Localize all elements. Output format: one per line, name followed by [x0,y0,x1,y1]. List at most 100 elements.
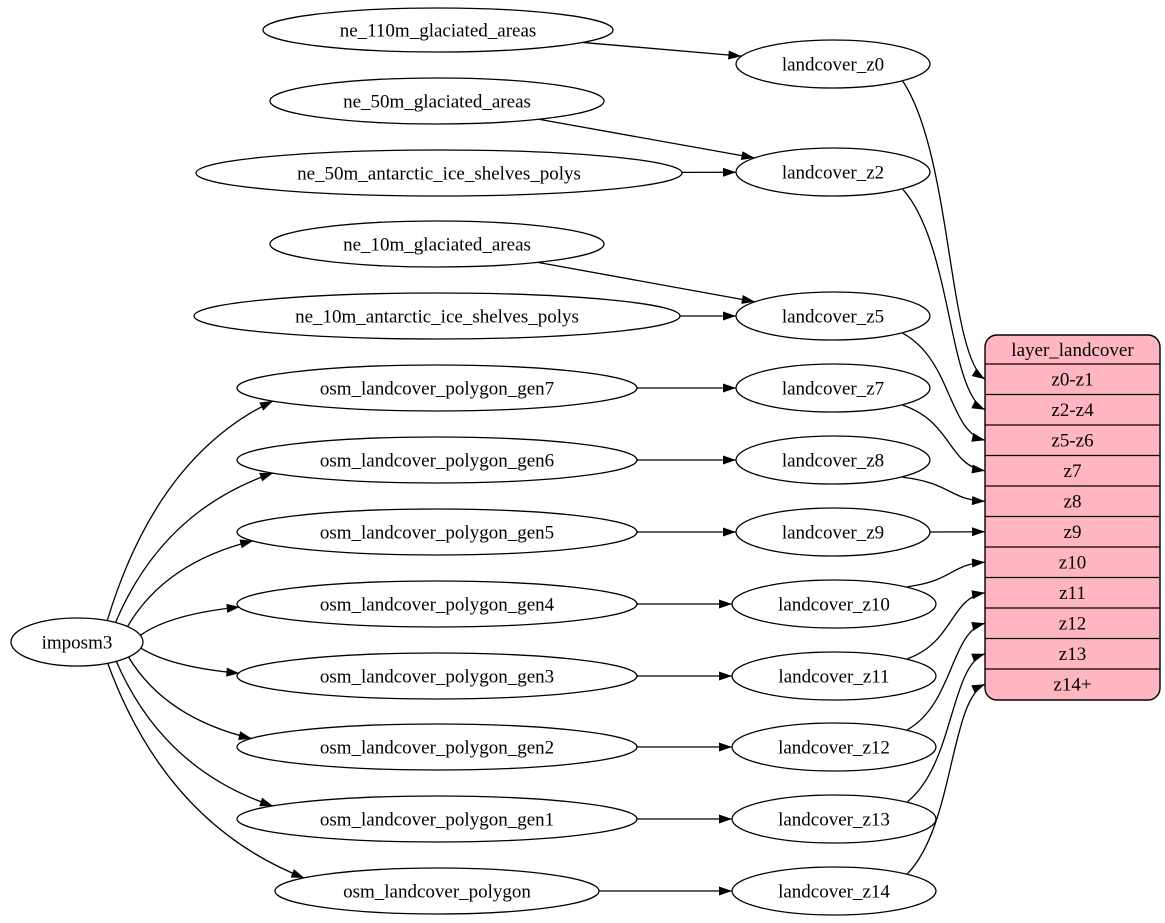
edge-ne_50m_antarctic_ice_shelves_polys-to-landcover_z2-arrowhead [722,167,737,177]
edge-imposm3-to-osm_landcover_polygon_gen1 [115,661,274,807]
edge-landcover_z13-to-table-9-arrowhead [971,653,985,663]
table-row-z9: z9 [1064,522,1082,543]
node-osm_landcover_polygon_gen3: osm_landcover_polygon_gen3 [236,652,638,700]
edge-landcover_z10-to-table-6 [907,558,986,588]
edge-ne_10m_glaciated_areas-to-landcover_z5-arrowhead [741,295,755,304]
node-ne_110m_glaciated_areas: ne_110m_glaciated_areas [262,7,614,53]
node-ne_10m_antarctic_ice_shelves_polys: ne_10m_antarctic_ice_shelves_polys [193,292,681,340]
node-ellipse-landcover_z0 [735,39,931,89]
node-landcover_z13: landcover_z13 [731,794,937,844]
edge-imposm3-to-osm_landcover_polygon_gen7-arrowhead [259,401,274,411]
edge-imposm3-to-osm_landcover_polygon_gen6 [114,472,274,623]
edge-imposm3-to-osm_landcover_polygon_gen2-line [127,656,252,740]
node-label-ne_110m_glaciated_areas: ne_110m_glaciated_areas [340,20,537,41]
node-landcover_z0: landcover_z0 [735,39,931,89]
node-label-osm_landcover_polygon_gen4: osm_landcover_polygon_gen4 [320,594,555,615]
edge-imposm3-to-osm_landcover_polygon_gen3-line [140,647,240,674]
node-label-ne_50m_glaciated_areas: ne_50m_glaciated_areas [343,91,531,112]
table-title: layer_landcover [1011,340,1134,361]
node-landcover_z9: landcover_z9 [735,507,931,557]
node-ne_50m_glaciated_areas: ne_50m_glaciated_areas [269,77,605,125]
node-label-osm_landcover_polygon_gen2: osm_landcover_polygon_gen2 [320,737,554,758]
edge-landcover_z10-to-table-6-arrowhead [971,558,985,568]
node-label-landcover_z9: landcover_z9 [782,522,884,543]
node-landcover_z11: landcover_z11 [731,651,937,701]
edge-imposm3-to-osm_landcover_polygon-line [107,663,305,879]
edge-osm_landcover_polygon_gen6-to-landcover_z8 [637,455,736,465]
edge-landcover_z13-to-table-9 [907,653,986,803]
edge-ne_110m_glaciated_areas-to-landcover_z0 [582,41,742,60]
node-label-landcover_z11: landcover_z11 [778,666,889,687]
node-label-landcover_z8: landcover_z8 [782,450,884,471]
edge-imposm3-to-osm_landcover_polygon_gen6-arrowhead [259,472,274,482]
node-label-osm_landcover_polygon_gen7: osm_landcover_polygon_gen7 [320,378,554,399]
node-landcover_z5: landcover_z5 [735,291,931,341]
node-label-landcover_z0: landcover_z0 [782,54,884,75]
edge-osm_landcover_polygon-to-landcover_z14 [599,886,732,896]
node-landcover_z8: landcover_z8 [735,435,931,485]
edge-landcover_z8-to-table-4 [902,476,986,506]
edge-osm_landcover_polygon_gen1-to-landcover_z13 [637,814,732,824]
edge-landcover_z14-to-table-10 [906,683,986,875]
edge-landcover_z7-to-table-3 [902,404,986,474]
node-label-landcover_z13: landcover_z13 [778,809,890,830]
node-label-osm_landcover_polygon_gen5: osm_landcover_polygon_gen5 [320,522,554,543]
node-osm_landcover_polygon_gen4: osm_landcover_polygon_gen4 [236,580,638,628]
edge-landcover_z5-to-table-2 [902,332,986,442]
node-label-imposm3: imposm3 [42,632,113,653]
node-label-osm_landcover_polygon: osm_landcover_polygon [343,881,531,902]
edge-imposm3-to-osm_landcover_polygon_gen4-line [140,606,240,636]
node-label-ne_10m_glaciated_areas: ne_10m_glaciated_areas [343,234,531,255]
edge-landcover_z8-to-table-4-arrowhead [971,496,985,506]
edge-osm_landcover_polygon_gen1-to-landcover_z13-arrowhead [719,814,732,824]
edge-osm_landcover_polygon_gen7-to-landcover_z7-arrowhead [723,383,736,393]
edge-osm_landcover_polygon_gen2-to-landcover_z12-arrowhead [719,742,732,752]
node-label-landcover_z7: landcover_z7 [782,378,884,399]
edge-landcover_z2-to-table-1-arrowhead [971,400,985,410]
node-ne_50m_antarctic_ice_shelves_polys: ne_50m_antarctic_ice_shelves_polys [195,149,683,197]
table-row-z10: z10 [1059,553,1086,574]
edge-imposm3-to-osm_landcover_polygon_gen4 [140,603,240,636]
edge-landcover_z12-to-table-8 [907,621,986,731]
node-ne_10m_glaciated_areas: ne_10m_glaciated_areas [269,220,605,268]
edge-imposm3-to-osm_landcover_polygon [107,663,305,879]
edge-osm_landcover_polygon_gen5-to-landcover_z9 [637,527,736,537]
edge-imposm3-to-osm_landcover_polygon_gen1-line [115,661,274,807]
edge-ne_110m_glaciated_areas-to-landcover_z0-arrowhead [728,50,742,60]
edge-ne_110m_glaciated_areas-to-landcover_z0-line [582,41,742,57]
node-osm_landcover_polygon_gen2: osm_landcover_polygon_gen2 [236,723,638,771]
node-landcover_z10: landcover_z10 [731,579,937,629]
edge-ne_50m_glaciated_areas-to-landcover_z2 [538,118,755,161]
table-row-z12: z12 [1059,614,1086,635]
edge-landcover_z2-to-table-1 [902,188,986,411]
edge-landcover_z14-to-table-10-arrowhead [971,684,985,694]
edge-imposm3-to-osm_landcover_polygon-arrowhead [290,869,305,878]
edge-imposm3-to-osm_landcover_polygon_gen4-arrowhead [226,603,240,613]
node-ellipse-imposm3 [10,617,144,667]
table-row-z13: z13 [1059,644,1086,665]
table-row-z7: z7 [1064,461,1082,482]
edge-imposm3-to-osm_landcover_polygon_gen7-line [106,400,274,621]
edge-imposm3-to-osm_landcover_polygon_gen3 [140,647,240,677]
node-osm_landcover_polygon_gen6: osm_landcover_polygon_gen6 [236,436,638,484]
edge-imposm3-to-osm_landcover_polygon_gen6-line [114,472,274,623]
edge-imposm3-to-osm_landcover_polygon_gen5-arrowhead [239,539,254,549]
edge-landcover_z5-to-table-2-arrowhead [971,432,985,442]
node-ellipse-ne_10m_glaciated_areas [269,220,605,268]
edge-ne_10m_glaciated_areas-to-landcover_z5 [537,261,755,304]
node-ellipse-ne_50m_glaciated_areas [269,77,605,125]
node-label-landcover_z2: landcover_z2 [782,162,884,183]
edge-osm_landcover_polygon_gen3-to-landcover_z11-arrowhead [719,671,732,681]
edge-ne_50m_glaciated_areas-to-landcover_z2-line [538,118,755,159]
edge-osm_landcover_polygon_gen6-to-landcover_z8-arrowhead [723,455,736,465]
edge-osm_landcover_polygon_gen4-to-landcover_z10 [637,599,732,609]
edge-landcover_z14-to-table-10-line [906,683,986,875]
table-row-z0-z1: z0-z1 [1051,370,1093,391]
edge-ne_10m_antarctic_ice_shelves_polys-to-landcover_z5 [680,311,736,321]
edge-landcover_z0-to-table-0-line [902,80,986,380]
node-label-landcover_z10: landcover_z10 [778,594,890,615]
table-row-z8: z8 [1064,492,1082,513]
edge-landcover_z12-to-table-8-arrowhead [971,621,985,631]
